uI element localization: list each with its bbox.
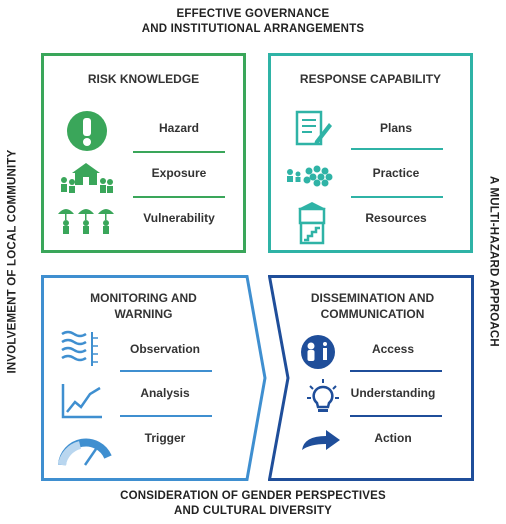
exclamation-icon xyxy=(66,110,108,152)
dissemination-separator-1 xyxy=(350,370,442,372)
dissemination-communication-title: DISSEMINATION AND COMMUNICATION xyxy=(270,290,475,322)
arrow-icon xyxy=(300,428,342,452)
gauge-icon xyxy=(58,437,112,467)
right-label: A MULTI-HAZARD APPROACH xyxy=(487,176,500,347)
monitoring-title-line1: MONITORING AND xyxy=(90,291,197,305)
bottom-label: CONSIDERATION OF GENDER PERSPECTIVES AND… xyxy=(0,489,506,519)
response-separator-2 xyxy=(351,196,443,198)
top-label: EFFECTIVE GOVERNANCE AND INSTITUTIONAL A… xyxy=(0,7,506,37)
hazard-label: Hazard xyxy=(158,121,199,135)
water-tower-icon xyxy=(295,201,329,245)
left-label: INVOLVEMENT OF LOCAL COMMUNITY xyxy=(6,149,19,374)
monitoring-separator-1 xyxy=(120,370,212,372)
analysis-label: Analysis xyxy=(140,386,190,400)
top-label-line1: EFFECTIVE GOVERNANCE xyxy=(176,8,330,20)
risk-knowledge-title: RISK KNOWLEDGE xyxy=(87,72,200,86)
dissemination-separator-2 xyxy=(350,415,442,417)
observation-label: Observation xyxy=(129,342,201,356)
understanding-label: Understanding xyxy=(350,386,436,400)
risk-separator-2 xyxy=(133,196,225,198)
bottom-label-line1: CONSIDERATION OF GENDER PERSPECTIVES xyxy=(120,490,386,502)
waves-icon xyxy=(60,330,102,368)
exposure-label: Exposure xyxy=(151,166,207,180)
action-label: Action xyxy=(374,431,412,445)
response-separator-1 xyxy=(351,148,443,150)
practice-label: Practice xyxy=(372,166,420,180)
people-info-icon xyxy=(300,334,340,370)
top-label-line2: AND INSTITUTIONAL ARRANGEMENTS xyxy=(141,23,365,35)
document-pen-icon xyxy=(293,109,333,149)
monitoring-title-line2: WARNING xyxy=(114,307,173,321)
plans-label: Plans xyxy=(379,121,412,135)
risk-knowledge-box: RISK KNOWLEDGE Hazard Exposure Vulnerabi… xyxy=(41,53,246,253)
risk-separator-1 xyxy=(133,151,225,153)
monitoring-warning-title: MONITORING AND WARNING xyxy=(41,290,246,322)
crowd-icon xyxy=(285,164,335,188)
response-capability-box: RESPONSE CAPABILITY Plans Practice Resou… xyxy=(268,53,473,253)
vulnerability-label: Vulnerability xyxy=(143,211,215,225)
dissemination-title-line2: COMMUNICATION xyxy=(320,307,425,321)
lightbulb-icon xyxy=(306,378,340,416)
access-label: Access xyxy=(371,342,415,356)
dissemination-communication-box xyxy=(268,275,474,481)
houses-people-icon xyxy=(58,159,114,193)
umbrella-people-icon xyxy=(56,204,116,234)
dissemination-title-line1: DISSEMINATION AND xyxy=(310,291,435,305)
bottom-label-line2: AND CULTURAL DIVERSITY xyxy=(174,505,332,517)
monitoring-warning-box xyxy=(41,275,267,481)
trigger-label: Trigger xyxy=(144,431,186,445)
monitoring-separator-2 xyxy=(120,415,212,417)
response-capability-title: RESPONSE CAPABILITY xyxy=(299,72,442,86)
resources-label: Resources xyxy=(365,211,427,225)
line-chart-icon xyxy=(60,382,104,420)
